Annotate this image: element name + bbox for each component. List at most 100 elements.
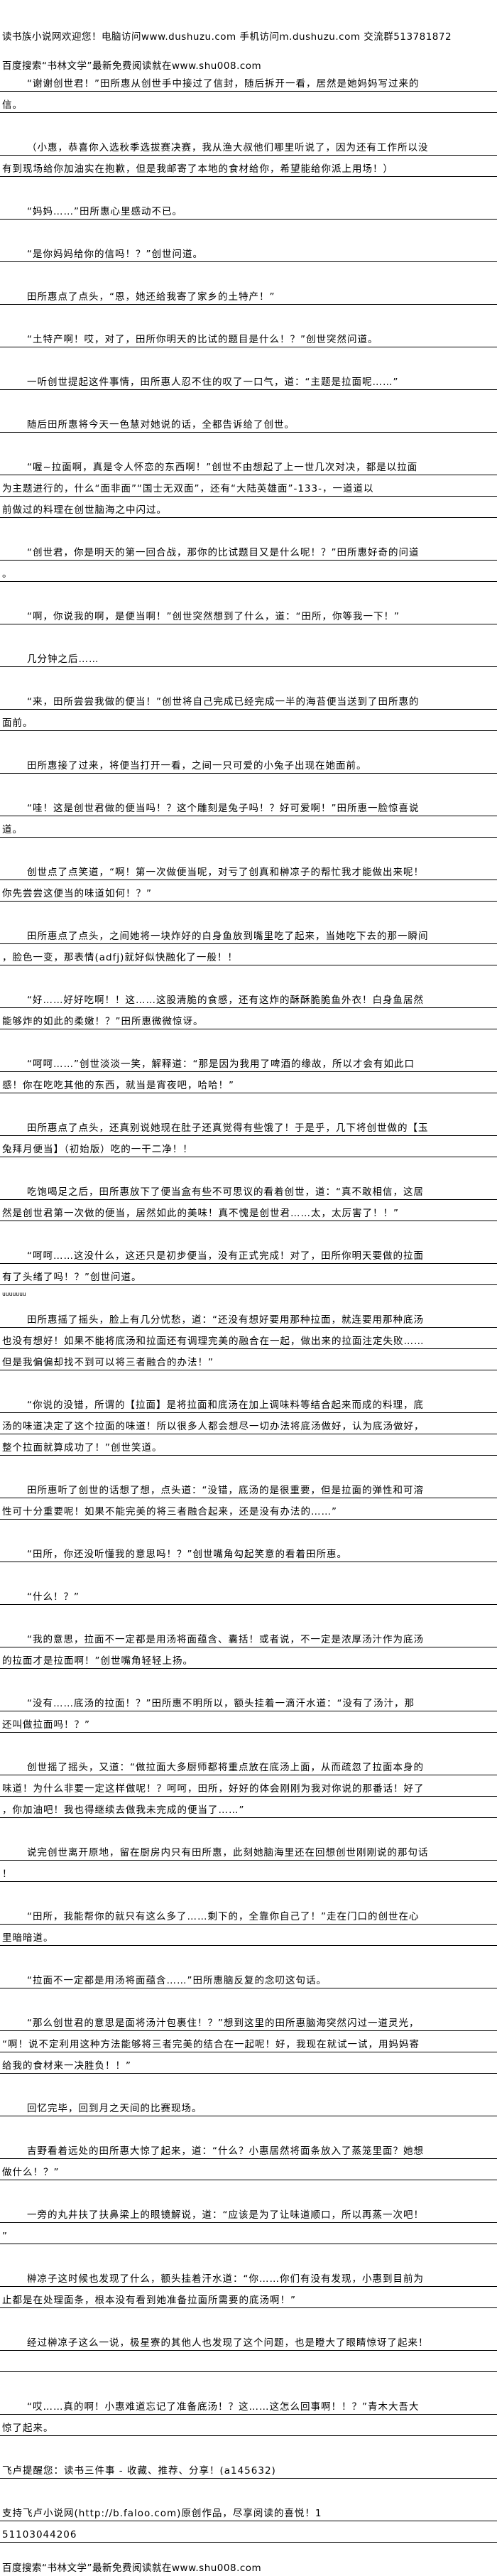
text-line: 味道！为什么非要一定这样做呢！？呵呵，田所，好好的体会刚刚为我对你说的那番话！好… [0,1775,497,1797]
text-line: 也没有想好！如果不能将底汤和拉面还有调理完美的融合在一起，做出来的拉面注定失败…… [0,1328,497,1349]
text-line: 做什么！？” [0,2159,497,2180]
text-line: 但是我偏偏却找不到可以将三者融合的办法！” [0,1349,497,1370]
text-line: 兔拜月便当】（初始版）吃的一干二净！！ [0,1136,497,1157]
text-line: 创世点了点笑道，“啊！第一次做便当呢，对亏了创真和榊凉子的帮忙我才能做出来呢！ [0,859,497,880]
text-line: “谢谢创世君！”田所惠从创世手中接过了信封，随后拆开一看，居然是她妈妈写过来的 [0,70,497,92]
text-line: ” [0,2223,497,2244]
paragraph: 田所惠接了过来，将便当打开一看，之间一只可爱的小兔子出现在她面前。 [0,752,497,774]
text-line: “啊！说不定利用这种方法能够将三者完美的结合在一起呢！好，我现在就试一试，用妈妈… [0,2031,497,2052]
text-line: “哇！这是创世君做的便当吗！？这个雕刻是兔子吗！？好可爱啊！”田所惠一脸惊喜说 [0,795,497,816]
paragraph: 支持飞卢小说网(http://b.faloo.com)原创作品，尽享阅读的喜悦！… [0,2500,497,2543]
paragraph: 一旁的丸井扶了扶鼻梁上的眼镜解说，道：“应该是为了让味道顺口，所以再蒸一次吧！” [0,2202,497,2244]
text-line: 然是创世君第一次做的便当，居然如此的美味！真不愧是创世君……太，太厉害了！！” [0,1200,497,1221]
paragraph: “是你妈妈给你的信吗！？”创世问道。 [0,241,497,262]
text-line: 随后田所惠将今天一色慧对她说的话，全都告诉给了创世。 [0,411,497,433]
text-line: 性可十分重要呢！如果不能完美的将三者融合起来，还是没有办法的……” [0,1498,497,1520]
paragraph: “土特产啊！哎，对了，田所你明天的比试的题目是什么！？”创世突然问道。 [0,326,497,347]
paragraph: 经过榊凉子这么一说，极星寮的其他人也发现了这个问题，也是瞪大了眼睛惊讶了起来！ [0,2329,497,2372]
text-line: “什么！？” [0,1584,497,1605]
paragraph: “呵呵……”创世淡淡一笑，解释道：“那是因为我用了啤酒的缘故，所以才会有如此口感… [0,1051,497,1093]
paragraph: 几分钟之后…… [0,646,497,667]
paragraph: “哇！这是创世君做的便当吗！？这个雕刻是兔子吗！？好可爱啊！”田所惠一脸惊喜说道… [0,795,497,838]
text-line: “呵呵……”创世淡淡一笑，解释道：“那是因为我用了啤酒的缘故，所以才会有如此口 [0,1051,497,1072]
text-line: 回忆完毕，回到月之天间的比赛现场。 [0,2095,497,2116]
paragraph: “谢谢创世君！”田所惠从创世手中接过了信封，随后拆开一看，居然是她妈妈写过来的信… [0,70,497,113]
text-line: 51103044206 [0,2521,497,2543]
text-line: ！ [0,1861,497,1882]
text-line: 有了头绪了吗！？”创世问道。 [0,1264,497,1285]
text-line: ，脸色一变，那表情(adfj)就好似快融化了一般！！ [0,944,497,965]
text-line: “我的意思，拉面不一定都是用汤将面蕴含、囊括！或者说，不一定是浓厚汤汁作为底汤 [0,1626,497,1647]
paragraph: 回忆完毕，回到月之天间的比赛现场。 [0,2095,497,2116]
paragraph: 田所惠听了创世的话想了想，点头道：“没错，底汤的是很重要，但是拉面的弹性和可溶性… [0,1477,497,1520]
text-line: 感！你在吃吃其他的东西，就当是宵夜吧，哈哈！” [0,1072,497,1093]
paragraph: “没有……底汤的拉面！？”田所惠不明所以，额头挂着一滴汗水道：“没有了汤汁，那还… [0,1690,497,1733]
text-line: 一听创世提起这件事情，田所惠人忍不住的叹了一口气，道：“主题是拉面呢……” [0,369,497,390]
paragraph: “那么创世君的意思是面将汤汁包裹住！？”想到这里的田所惠脑海突然闪过一道灵光，“… [0,2010,497,2074]
paragraph: “田所，你还没听懂我的意思吗！？”创世嘴角勾起笑意的看着田所惠。 [0,1541,497,1562]
text-line: 经过榊凉子这么一说，极星寮的其他人也发现了这个问题，也是瞪大了眼睛惊讶了起来！ [0,2329,497,2351]
text-line: 吉野看着远处的田所惠大惊了起来，道：“什么？小惠居然将面条放入了蒸笼里面？她想 [0,2138,497,2159]
text-line: 田所惠点了点头，“恩，她还给我寄了家乡的土特产！” [0,283,497,305]
paragraph: 创世摇了摇头，又道：“做拉面大多厨师都将重点放在底汤上面，从而疏忽了拉面本身的味… [0,1754,497,1818]
text-line: 几分钟之后…… [0,646,497,667]
site-welcome-banner: 读书族小说网欢迎您！电脑访问www.dushuzu.com 手机访问m.dush… [2,31,452,43]
paragraph: 田所惠点了点头，还真别说她现在肚子还真觉得有些饿了！于是乎，几下将创世做的【玉兔… [0,1115,497,1157]
text-line: “喔~拉面啊，真是令人怀恋的东西啊！”创世不由想起了上一世几次对决，都是以拉面 [0,454,497,475]
text-line: 前做过的料理在创世脑海之中闪过。 [0,497,497,518]
paragraph: 榊凉子这时候也发现了什么，额头挂着汗水道：“你……你们有没有发现，小惠到目前为止… [0,2266,497,2308]
text-line: 田所惠听了创世的话想了想，点头道：“没错，底汤的是很重要，但是拉面的弹性和可溶 [0,1477,497,1498]
search-promo-header: 百度搜索“书林文学”最新免费阅读就在www.shu008.com [2,60,262,72]
text-line: 还叫做拉面吗！？” [0,1711,497,1733]
paragraph: “啊，你说我的啊，是便当啊！”创世突然想到了什么，道：“田所，你等我一下！” [0,603,497,624]
paragraph: 创世点了点笑道，“啊！第一次做便当呢，对亏了创真和榊凉子的帮忙我才能做出来呢！你… [0,859,497,902]
paragraph: “什么！？” [0,1584,497,1605]
text-line: “是你妈妈给你的信吗！？”创世问道。 [0,241,497,262]
text-line: 你先尝尝这便当的味道如何！？” [0,880,497,902]
text-line: “拉面不一定都是用汤将面蕴含……”田所惠脑反复的念叨这句话。 [0,1967,497,1988]
text-line: （小惠，恭喜你入选秋季选拔赛决赛，我从渔大叔他们哪里听说了，因为还有工作所以没 [0,134,497,156]
paragraph: “田所，我能帮你的就只有这么多了……剩下的，全靠你自己了！”走在门口的创世在心里… [0,1903,497,1946]
text-line: 整个拉面就算成功了！”创世笑道。 [0,1434,497,1456]
text-line: “田所，你还没听懂我的意思吗！？”创世嘴角勾起笑意的看着田所惠。 [0,1541,497,1562]
paragraph: （小惠，恭喜你入选秋季选拔赛决赛，我从渔大叔他们哪里听说了，因为还有工作所以没有… [0,134,497,177]
text-line: “来，田所尝尝我做的便当！”创世将自己完成已经完成一半的海苔便当送到了田所惠的 [0,688,497,710]
paragraph: 飞卢提醒您：读书三件事 - 收藏、推荐、分享！(a145632) [0,2457,497,2479]
text-line: 惊了起来。 [0,2415,497,2436]
paragraph: “你说的没错，所谓的【拉面】是将拉面和底汤在加上调味料等结合起来而成的料理，底汤… [0,1392,497,1456]
text-line: 的拉面才是拉面啊！”创世嘴角轻轻上扬。 [0,1647,497,1669]
text-line: 创世摇了摇头，又道：“做拉面大多厨师都将重点放在底汤上面，从而疏忽了拉面本身的 [0,1754,497,1775]
text-line: 信。 [0,92,497,113]
text-line: ，你加油吧！我也得继续去做我未完成的便当了……” [0,1797,497,1818]
text-line: 给我的食材来一决胜负！！” [0,2052,497,2074]
text-line: “妈妈……”田所惠心里感动不已。 [0,198,497,220]
paragraph: 随后田所惠将今天一色慧对她说的话，全都告诉给了创世。 [0,411,497,433]
text-line: 支持飞卢小说网(http://b.faloo.com)原创作品，尽享阅读的喜悦！… [0,2500,497,2521]
paragraph: “呵呵……这没什么，这还只是初步便当，没有正式完成！对了，田所你明天要做的拉面有… [0,1243,497,1285]
paragraph: “来，田所尝尝我做的便当！”创世将自己完成已经完成一半的海苔便当送到了田所惠的面… [0,688,497,731]
text-line: 飞卢提醒您：读书三件事 - 收藏、推荐、分享！(a145632) [0,2457,497,2479]
text-line: “创世君，你是明天的第一回合战，那你的比试题目又是什么呢！？”田所惠好奇的问道 [0,539,497,561]
text-line: 田所惠接了过来，将便当打开一看，之间一只可爱的小兔子出现在她面前。 [0,752,497,774]
paragraph: “喔~拉面啊，真是令人怀恋的东西啊！”创世不由想起了上一世几次对决，都是以拉面为… [0,454,497,518]
text-line: 吃饱喝足之后，田所惠放下了便当盒有些不可思议的看着创世，道：“真不敢相信，这居 [0,1179,497,1200]
paragraph: “好……好好吃啊！！这……这股清脆的食感，还有这炸的酥酥脆脆鱼外衣！白身鱼居然能… [0,987,497,1029]
paragraph: 说完创世离开原地，留在厨房内只有田所惠，此刻她脑海里还在回想创世刚刚说的那句话！ [0,1839,497,1882]
text-line: 田所惠点了点头，还真别说她现在肚子还真觉得有些饿了！于是乎，几下将创世做的【玉 [0,1115,497,1136]
stray-text: uuuuuuu [2,1291,26,1297]
text-line: 道。 [0,816,497,838]
paragraph: 田所惠点了点头，“恩，她还给我寄了家乡的土特产！” [0,283,497,305]
text-line: “哎……真的啊！小惠难道忘记了准备底汤！？这……这怎么回事啊！！？”青木大吾大 [0,2393,497,2415]
chapter-text: “谢谢创世君！”田所惠从创世手中接过了信封，随后拆开一看，居然是她妈妈写过来的信… [0,70,497,2564]
text-line: 面前。 [0,710,497,731]
text-line: 。 [0,561,497,582]
paragraph: “我的意思，拉面不一定都是用汤将面蕴含、囊括！或者说，不一定是浓厚汤汁作为底汤的… [0,1626,497,1669]
text-line: 榊凉子这时候也发现了什么，额头挂着汗水道：“你……你们有没有发现，小惠到目前为 [0,2266,497,2287]
paragraph: “妈妈……”田所惠心里感动不已。 [0,198,497,220]
text-line: 里暗暗道。 [0,1925,497,1946]
paragraph: 吃饱喝足之后，田所惠放下了便当盒有些不可思议的看着创世，道：“真不敢相信，这居然… [0,1179,497,1221]
search-promo-footer: 百度搜索“书林文学”最新免费阅读就在www.shu008.com [2,2563,262,2574]
paragraph: “哎……真的啊！小惠难道忘记了准备底汤！？这……这怎么回事啊！！？”青木大吾大惊… [0,2393,497,2436]
text-line: 为主题进行的，什么“面非面”“国士无双面”，还有“大陆英雄面”-133-，一道道… [0,475,497,497]
